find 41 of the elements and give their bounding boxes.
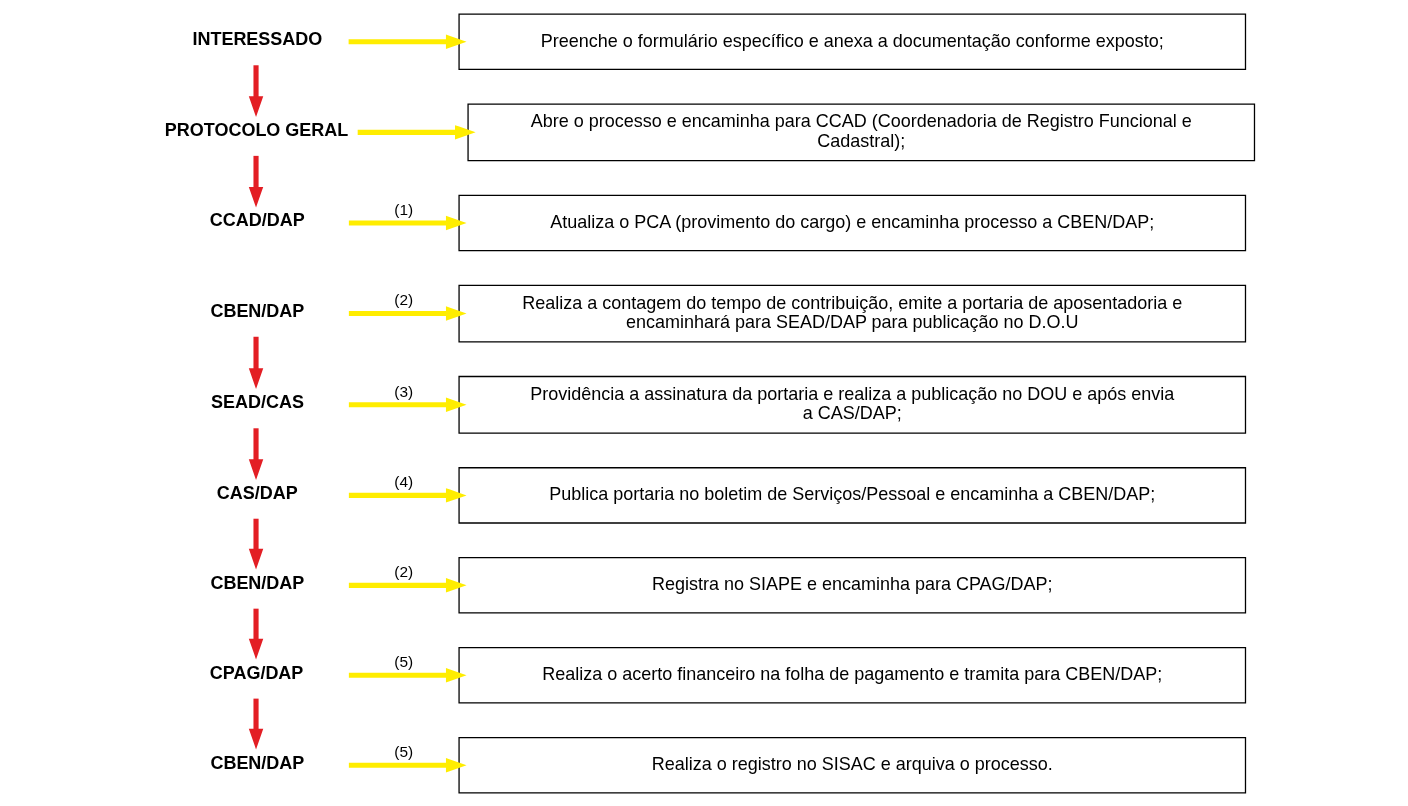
node-text: PROTOCOLO GERAL xyxy=(164,119,348,140)
arrow xyxy=(248,155,263,208)
edge-label: (2) xyxy=(393,562,413,580)
arrow xyxy=(248,64,263,117)
node-box: Publica portaria no boletim de Serviços/Pessoal e encaminha a CBEN/DAP; xyxy=(457,466,1246,524)
node-box: Providência a assinatura da portaria e realiza a publicação no DOU e após envia a CAS/DAP; xyxy=(457,375,1246,434)
edge-label: (2) xyxy=(393,290,413,308)
arrow xyxy=(248,518,263,569)
node-text: CAS/DAP xyxy=(216,482,298,503)
arrow xyxy=(348,34,467,49)
node-box: Realiza o registro no SISAC e arquiva o processo. xyxy=(457,736,1246,793)
node-text: CBEN/DAP xyxy=(209,572,304,593)
arrow xyxy=(248,698,263,749)
node-text: CBEN/DAP xyxy=(209,300,304,321)
arrow xyxy=(348,305,467,321)
arrow xyxy=(348,487,467,503)
node-box: Registra no SIAPE e encaminha para CPAG/DAP; xyxy=(457,556,1246,614)
arrow xyxy=(248,608,263,659)
node-text: INTERESSADO xyxy=(191,28,322,49)
arrow xyxy=(348,667,467,682)
edge-label: (4) xyxy=(393,472,413,490)
arrow xyxy=(357,124,476,140)
arrow xyxy=(348,397,467,412)
node-box: Abre o processo e encaminha para CCAD (Coordenadoria de Registro Funcional e Cadastral); xyxy=(466,102,1255,161)
arrow xyxy=(248,427,263,480)
node-box: Realiza a contagem do tempo de contribuição, emite a portaria de aposentadoria e encaminhará para SEAD/DAP para publicação no D.O.U xyxy=(457,284,1246,342)
edge-label: (5) xyxy=(393,652,413,670)
edge-label: (3) xyxy=(393,382,413,400)
edge-label: (5) xyxy=(393,742,413,760)
arrow xyxy=(248,336,263,389)
arrow xyxy=(348,577,467,593)
node-text: CPAG/DAP xyxy=(209,662,303,683)
arrow xyxy=(348,215,467,230)
node-text: CCAD/DAP xyxy=(209,209,305,230)
node-text: CBEN/DAP xyxy=(209,752,304,773)
node-box: Realiza o acerto financeiro na folha de pagamento e tramita para CBEN/DAP; xyxy=(457,646,1246,704)
arrow xyxy=(348,757,467,772)
node-text: SEAD/CAS xyxy=(210,391,304,412)
node-box: Preenche o formulário específico e anexa a documentação conforme exposto; xyxy=(457,13,1246,70)
edge-label: (1) xyxy=(393,200,413,218)
node-box: Atualiza o PCA (provimento do cargo) e encaminha processo a CBEN/DAP; xyxy=(457,194,1246,251)
